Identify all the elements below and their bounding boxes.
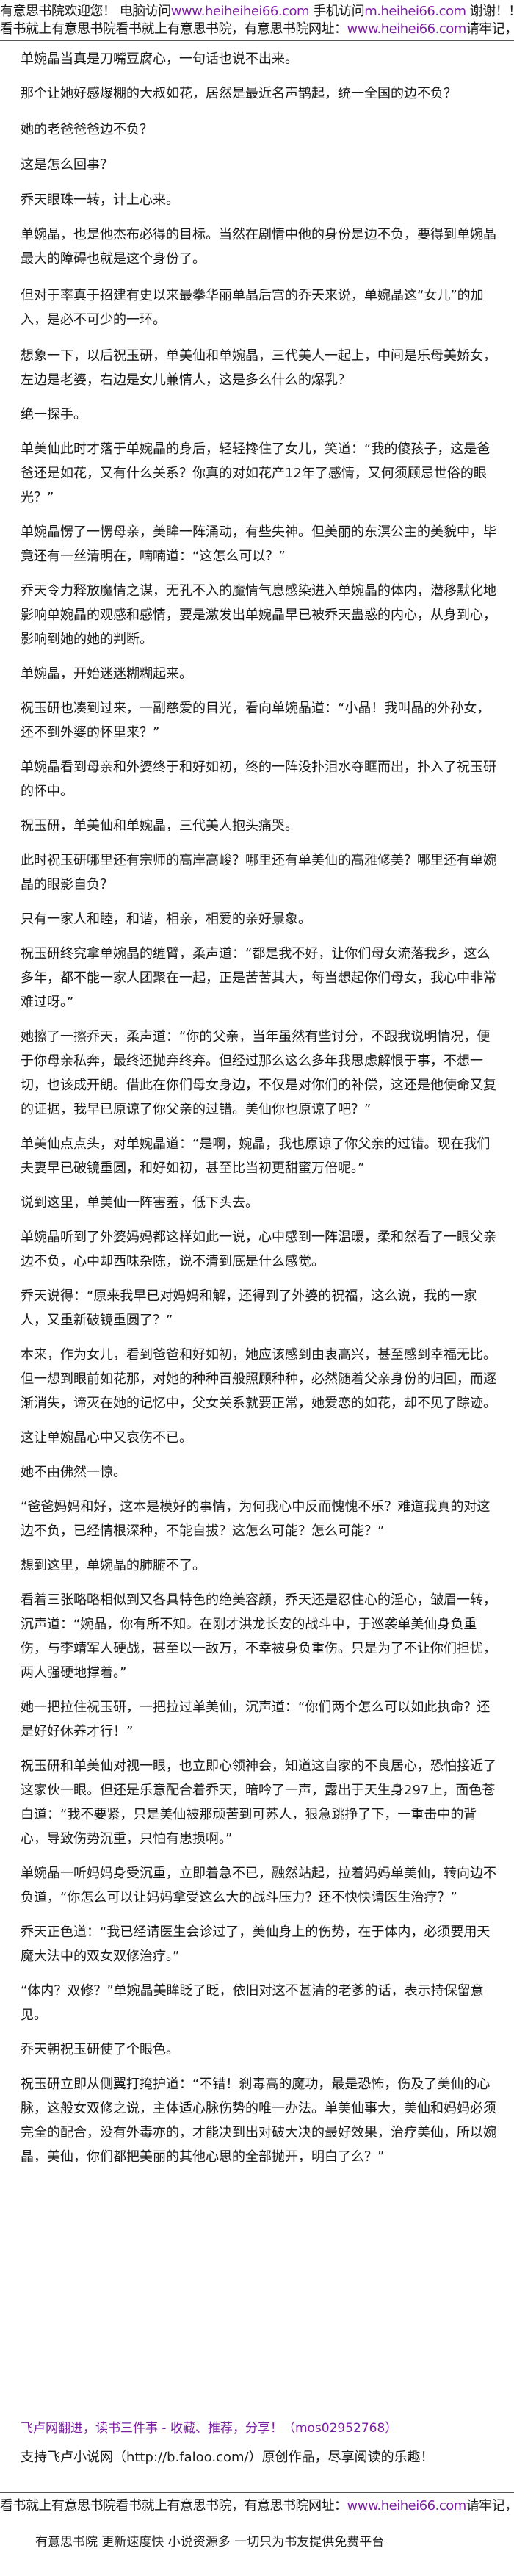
mobile-label: 手机访问 [309,4,365,19]
paragraph: 说到这里，单美仙一阵害羞，低下头去。 [21,1195,258,1211]
paragraph: 她擦了一擦乔天，柔声道：“你的父亲，当年虽然有些讨分，不跟我说明情况，便于你母亲… [21,1029,496,1117]
site-url-link[interactable]: www.heihei66.com [347,21,467,37]
site-welcome-banner: 有意思书院欢迎您！ 电脑访问www.heiheihei66.com 手机访问m.… [0,3,514,21]
paragraph: 她一把拉住祝玉研，一把拉过单美仙，沉声道：“你们两个怎么可以如此执命？还是好好休… [21,1700,491,1739]
thanks-text: 谢谢！！ [469,4,514,19]
paragraph: 这是怎么回事？ [21,157,113,173]
paragraph: 那个让她好感爆棚的大叔如花，居然是最近名声鹊起，统一全国的边不负？ [21,86,457,101]
paragraph: 乔天朝祝玉研使了个眼色。 [21,2042,179,2057]
desktop-url-link[interactable]: www.heiheihei66.com [170,4,310,19]
paragraph: 绝一探手。 [21,407,87,422]
footer-site-url-link[interactable]: www.heihei66.com [347,2498,467,2514]
paragraph: “体内？双修？”单婉晶美眸眨了眨，依旧对这不甚清的老爹的话，表示持保留意见。 [21,1983,484,2023]
paragraph: 乔天说得：“原来我早已对妈妈和解，还得到了外婆的祝福，这么说，我的一家人，又重新… [21,1288,477,1328]
paragraph: 祝玉研，单美仙和单婉晶，三代美人抱头痛哭。 [21,818,298,834]
paragraph: 单美仙点点头，对单婉晶道：“是啊，婉晶，我也原谅了你父亲的过错。现在我们夫妻早已… [21,1136,491,1176]
paragraph: 她不由佛然一惊。 [21,1465,126,1480]
paragraph: 乔天令力释放魔情之谋，无孔不入的魔情气息感染进入单婉晶的体内，潜移默化地影响单婉… [21,583,496,647]
paragraph: 此时祝玉研哪里还有宗师的高岸高峻？哪里还有单美仙的高雅修美？哪里还有单婉晶的眼影… [21,853,496,892]
paragraph: 单婉晶愣了一愣母亲，美眸一阵涌动，有些失神。但美丽的东溟公主的美貌中，毕竟还有一… [21,524,496,564]
paragraph: 她的老爸爸爸边不负？ [21,122,153,137]
footer-support-text: 支持飞卢小说网（http://b.faloo.com/）原创作品，尽享阅读的乐趣… [21,2450,434,2465]
paragraph: 单婉晶看到母亲和外婆终于和好如初，终的一阵没扑泪水夺眶而出，扑入了祝玉研的怀中。 [21,760,496,799]
paragraph: 只有一家人和睦，和谐，相亲，相爱的亲好景象。 [21,912,311,927]
footer-address-banner: 看书就上有意思书院看书就上有意思书院，有意思书院网址：www.heihei66.… [0,2497,514,2515]
paragraph: 单婉晶当真是刀嘴豆腐心，一句话也说不出来。 [21,51,298,67]
footer-address-text: 看书就上有意思书院看书就上有意思书院，有意思书院网址： [0,2498,347,2514]
paragraph: 乔天眼珠一转，计上心来。 [21,192,179,208]
paragraph: 乔天正色道：“我已经请医生会诊过了，美仙身上的伤势，在于体内，必须要用天魔大法中… [21,1924,491,1964]
remember-text: 请牢记，谢谢 [466,21,514,37]
site-address-banner: 看书就上有意思书院看书就上有意思书院，有意思书院网址：www.heihei66.… [0,21,514,38]
paragraph: 祝玉研和单美仙对视一眼，也立即心领神会，知道这自家的不良居心，恐怕接近了这家伙一… [21,1758,496,1847]
footer-tagline: 有意思书院 更新速度快 小说资源多 一切只为书友提供免费平台 [35,2535,385,2550]
paragraph: 单婉晶听到了外婆妈妈都这样如此一说，心中感到一阵温暖，柔和然看了一眼父亲边不负，… [21,1230,496,1269]
paragraph: 本来，作为女儿，看到爸爸和好如初，她应该感到由衷高兴，甚至感到幸福无比。但一想到… [21,1347,496,1411]
paragraph: 这让单婉晶心中又哀伤不已。 [21,1430,192,1446]
header-divider [0,40,514,41]
paragraph: 祝玉研终究拿单婉晶的缠臂，柔声道：“都是我不好，让你们母女流落我乡，这么多年，都… [21,946,496,1010]
paragraph: 单美仙此时才落于单婉晶的身后，轻轻搀住了女儿，笑道：“我的傻孩子，这是爸爸还是如… [21,441,491,505]
paragraph: 看着三张略略相似到又各具特色的绝美容颜，乔天还是忍住心的淫心，皱眉一转，沉声道：… [21,1592,496,1681]
paragraph: 但对于率真于招建有史以来最拳华丽单晶后宫的乔天来说，单婉晶这“女儿”的加入，是必… [21,288,484,328]
paragraph: 想到这里，单婉晶的肺腑不了。 [21,1558,206,1573]
welcome-text: 有意思书院欢迎您！ 电脑访问 [0,4,171,19]
paragraph: 祝玉研立即从侧翼打掩护道：“不错！刹毒高的魔功，最是恐怖，伤及了美仙的心脉，这般… [21,2077,496,2165]
footer-divider [0,2492,514,2493]
mobile-url-link[interactable]: m.heihei66.com [364,4,466,19]
paragraph: 单婉晶，开始迷迷糊糊起来。 [21,666,192,682]
footer-promo-text: 飞卢网翻进，读书三件事 - 收藏、推荐，分享！（mos02952768） [21,2421,398,2436]
paragraph: 想象一下，以后祝玉研，单美仙和单婉晶，三代美人一起上，中间是乐母美娇女，左边是老… [21,348,496,388]
paragraph: “爸爸妈妈和好，这本是模好的事情，为何我心中反而愧愧不乐？难道我真的对这边不负，… [21,1499,491,1539]
footer-remember-text: 请牢记，谢谢 [466,2498,514,2514]
address-text: 看书就上有意思书院看书就上有意思书院，有意思书院网址： [0,21,347,37]
paragraph: 单婉晶，也是他杰布必得的目标。当然在剧情中他的身份是边不负，要得到单婉晶最大的障… [21,227,496,267]
paragraph: 祝玉研也凑到过来，一副慈爱的目光，看向单婉晶道：“小晶！我叫晶的外孙女，还不到外… [21,701,491,740]
paragraph: 单婉晶一听妈妈身受沉重，立即着急不已，融然站起，拉着妈妈单美仙，转向边不负道，“… [21,1866,496,1905]
